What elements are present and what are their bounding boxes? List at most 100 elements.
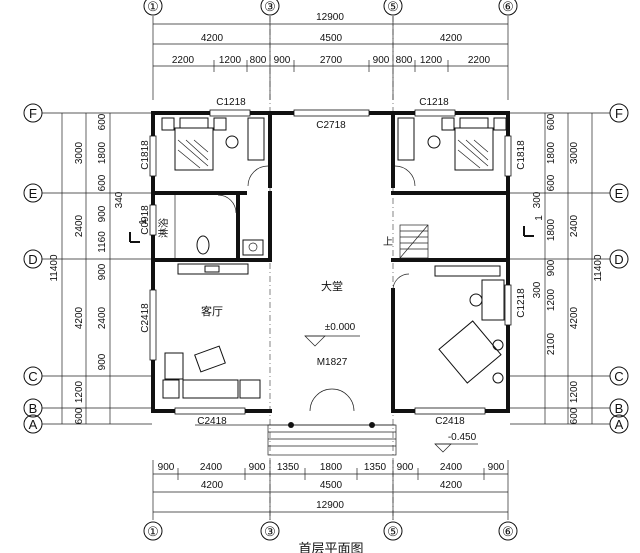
dim-right-mid-3: 4200 <box>569 306 580 329</box>
dim-right-d6: 900 <box>546 259 557 276</box>
dim-left-mid-5: 600 <box>74 407 85 424</box>
dim-bot-mid-2: 4500 <box>320 480 343 491</box>
axis-bottom-group: ① ③ ⑤ ⑥ <box>143 521 518 541</box>
dim-right-mid-2: 2400 <box>569 214 580 237</box>
entry-steps <box>195 422 397 456</box>
left-dimensions: 11400 3000 2400 4200 1200 600 600 1800 6… <box>49 113 125 424</box>
dim-right-d3: 600 <box>546 174 557 191</box>
dim-bot-d4: 1350 <box>277 462 300 473</box>
dim-top-d1: 2200 <box>172 55 195 66</box>
dim-left-mid-4: 1200 <box>74 380 85 403</box>
dim-top-d9: 2200 <box>468 55 491 66</box>
dim-top-mid-1: 4200 <box>201 33 224 44</box>
dim-right-mid-5: 600 <box>569 407 580 424</box>
living-furniture <box>162 263 261 399</box>
window-label-top-right: C1218 <box>419 97 449 108</box>
dim-top-d5: 2700 <box>320 55 343 66</box>
dim-left-mid-2: 2400 <box>74 214 85 237</box>
dim-left-d1: 600 <box>97 113 108 130</box>
axis-bottom-6: ⑥ <box>502 524 514 539</box>
axis-left-F: F <box>29 106 37 121</box>
window-openings <box>149 109 512 415</box>
room-label-hall: 大堂 <box>321 279 343 293</box>
dim-left-d5: 340 <box>114 191 125 208</box>
plan-title: 首层平面图 <box>298 541 363 553</box>
dim-top-overall: 12900 <box>316 12 344 23</box>
window-label-bath: C0918 <box>140 205 151 235</box>
dim-bot-d9: 900 <box>488 462 505 473</box>
dim-right-d5: 1800 <box>546 218 557 241</box>
dim-right-d2: 1800 <box>546 141 557 164</box>
axis-right-group: F E D C B A <box>510 103 629 434</box>
window-label-bottom-left: C2418 <box>197 416 227 427</box>
dim-right-d7: 300 <box>532 281 543 298</box>
dim-right-overall: 11400 <box>593 254 604 282</box>
centre-lines <box>269 16 394 520</box>
axis-left-A: A <box>29 417 38 432</box>
axis-left-D: D <box>28 252 37 267</box>
axis-bottom-1: ① <box>147 524 159 539</box>
axis-bottom-5: ⑤ <box>387 524 399 539</box>
section-mark-left: 1 <box>129 219 149 243</box>
dim-bot-d3: 900 <box>249 462 266 473</box>
window-label-left-lower: C2418 <box>140 303 151 333</box>
level-marker-outside: -0.450 <box>434 432 478 453</box>
window-label-right-lower: C1218 <box>516 288 527 318</box>
dim-left-mid-3: 4200 <box>74 306 85 329</box>
window-label-top-mid: C2718 <box>316 120 346 131</box>
room-label-living: 客厅 <box>201 304 223 318</box>
section-mark-right-num: 1 <box>534 215 545 221</box>
axis-top-6: ⑥ <box>502 0 514 14</box>
level-outside-text: -0.450 <box>448 432 477 443</box>
axis-top-5: ⑤ <box>387 0 399 14</box>
dim-right-d4: 300 <box>532 191 543 208</box>
level-inside-text: ±0.000 <box>325 322 356 333</box>
bed-left <box>161 117 269 187</box>
dim-top-mid-2: 4500 <box>320 33 343 44</box>
dim-bot-overall: 12900 <box>316 500 344 511</box>
dim-bot-mid-1: 4200 <box>201 480 224 491</box>
dim-bot-d7: 900 <box>397 462 414 473</box>
dim-top-d3: 800 <box>250 55 267 66</box>
window-label-bottom-right: C2418 <box>435 416 465 427</box>
dim-left-mid-1: 3000 <box>74 141 85 164</box>
axis-top-3: ③ <box>264 0 276 14</box>
axis-top-1: ① <box>147 0 159 14</box>
dim-left-d2: 1800 <box>97 141 108 164</box>
dim-bot-d5: 1800 <box>320 462 343 473</box>
door-main-label: M1827 <box>317 357 348 368</box>
room-label-bath: 淋浴 <box>157 218 170 238</box>
right-dimensions: 11400 3000 2400 4200 1200 600 600 1800 6… <box>532 113 604 424</box>
bathroom-fixtures <box>174 194 264 258</box>
axis-top-group: ① ③ ⑤ ⑥ <box>143 0 518 16</box>
axis-left-group: F E D C B A <box>23 103 152 434</box>
dim-left-d4: 900 <box>97 205 108 222</box>
dim-left-overall: 11400 <box>49 254 60 282</box>
dim-top-d2: 1200 <box>219 55 242 66</box>
dim-right-mid-4: 1200 <box>569 380 580 403</box>
stair-up-label: 上 <box>383 236 393 248</box>
dim-top-mid-3: 4200 <box>440 33 463 44</box>
dim-top-d8: 1200 <box>420 55 443 66</box>
window-label-left-upper: C1818 <box>140 140 151 170</box>
dim-left-d3: 600 <box>97 174 108 191</box>
dim-bot-d6: 1350 <box>364 462 387 473</box>
axis-right-B: B <box>615 401 624 416</box>
bed-right <box>394 117 507 187</box>
axis-left-B: B <box>29 401 38 416</box>
dim-bot-mid-3: 4200 <box>440 480 463 491</box>
axis-right-A: A <box>615 417 624 432</box>
dim-bot-d1: 900 <box>158 462 175 473</box>
top-dimensions: 12900 4200 4500 4200 2200 1200 800 900 2… <box>152 12 509 100</box>
dim-top-d6: 900 <box>373 55 390 66</box>
dim-left-d8: 2400 <box>97 306 108 329</box>
axis-left-E: E <box>29 186 38 201</box>
axis-right-E: E <box>615 186 624 201</box>
level-marker-inside: ±0.000 <box>304 322 360 347</box>
axis-right-D: D <box>614 252 623 267</box>
section-mark-left-num: 1 <box>138 219 149 225</box>
axis-left-C: C <box>28 369 37 384</box>
dim-left-d6: 1160 <box>97 231 108 253</box>
window-label-right-upper: C1818 <box>516 140 527 170</box>
